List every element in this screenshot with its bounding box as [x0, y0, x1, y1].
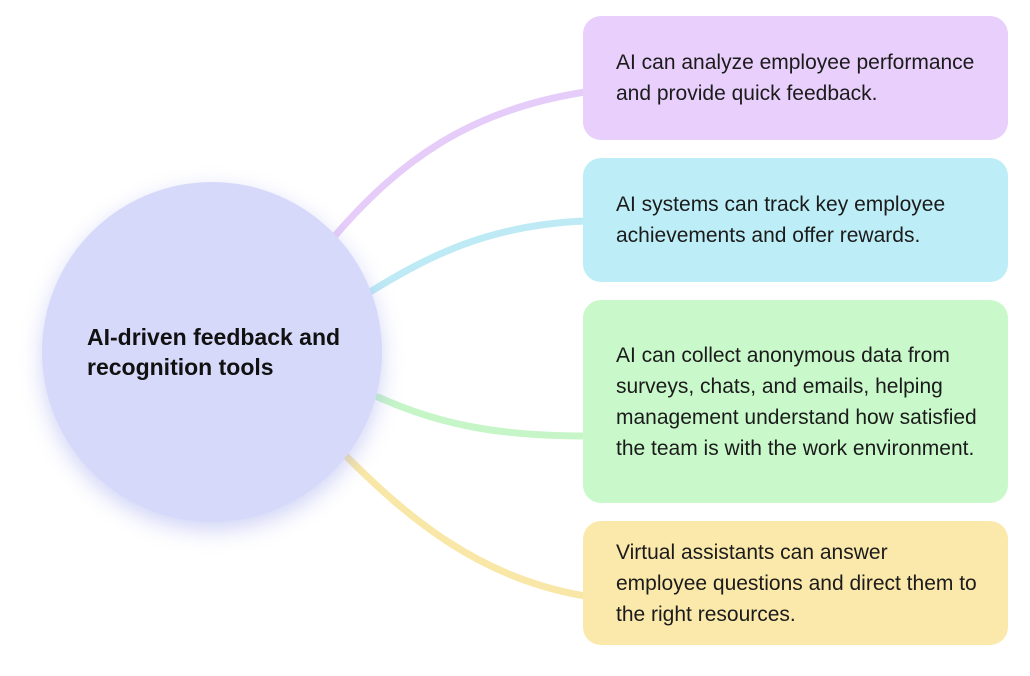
card-text: Virtual assistants can answer employee q…: [616, 540, 977, 626]
connector-line-4: [341, 451, 589, 600]
connector-line-1: [329, 88, 589, 242]
card-text: AI can analyze employee performance and …: [616, 51, 975, 105]
benefit-card-anonymous-data: AI can collect anonymous data from surve…: [583, 300, 1008, 503]
benefit-card-performance-feedback: AI can analyze employee performance and …: [583, 16, 1008, 140]
benefit-card-virtual-assistants: Virtual assistants can answer employee q…: [583, 521, 1008, 645]
central-topic-title: AI-driven feedback and recognition tools: [87, 324, 341, 380]
card-text: AI systems can track key employee achiev…: [616, 193, 946, 247]
connector-line-3: [374, 393, 589, 440]
benefit-card-achievement-tracking: AI systems can track key employee achiev…: [583, 158, 1008, 282]
card-text: AI can collect anonymous data from surve…: [616, 343, 977, 460]
connector-line-2: [366, 217, 589, 296]
central-topic-circle: AI-driven feedback and recognition tools: [42, 182, 382, 522]
